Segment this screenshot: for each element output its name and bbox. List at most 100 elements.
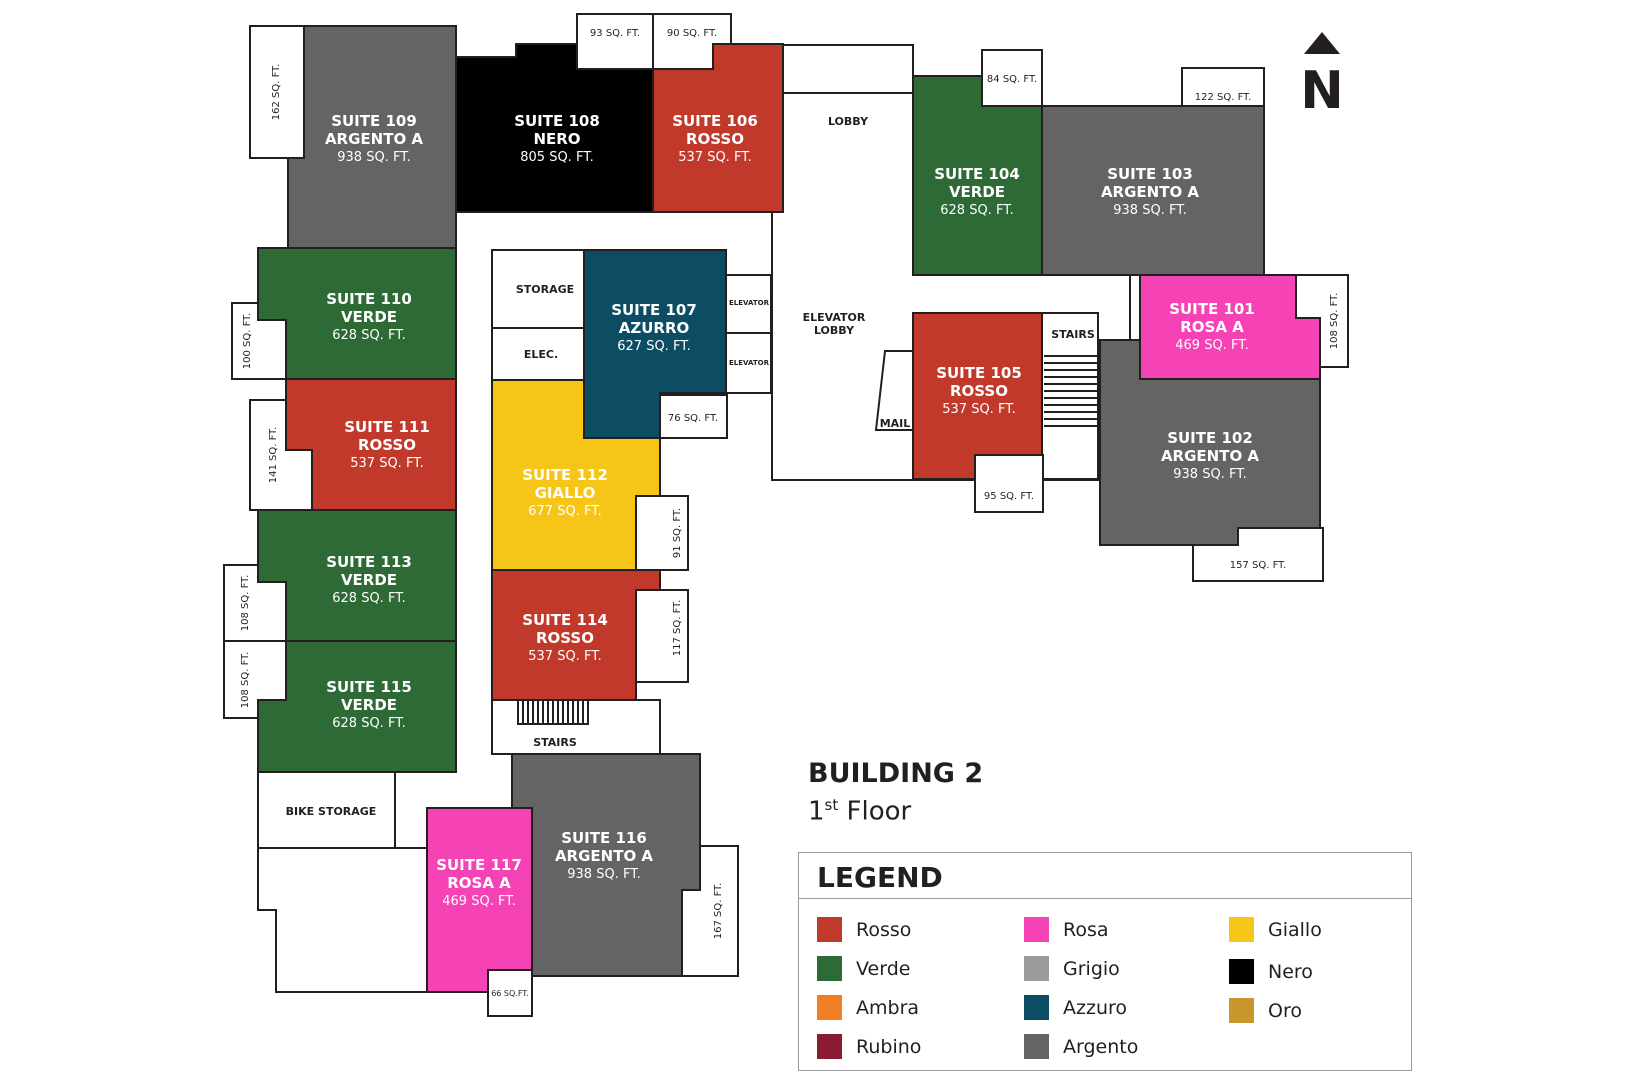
suite-111-color: ROSSO <box>358 436 416 454</box>
building-title: BUILDING 2 <box>808 758 984 789</box>
suite-101-name: SUITE 101 <box>1169 300 1255 318</box>
unit-108-b-label: 108 SQ. FT. <box>240 652 251 709</box>
suite-112-size: 677 SQ. FT. <box>528 504 601 519</box>
legend-label: Argento <box>1063 1035 1139 1058</box>
legend-swatch <box>1024 917 1049 942</box>
unit-66[interactable] <box>487 969 533 1017</box>
suite-115[interactable] <box>257 640 457 773</box>
suite-115-name: SUITE 115 <box>326 678 412 696</box>
suite-111-name: SUITE 111 <box>344 418 430 436</box>
floor-number: 1 <box>808 796 825 827</box>
unit-90-label: 90 SQ. FT. <box>667 28 717 39</box>
legend-swatch <box>817 1034 842 1059</box>
unit-76[interactable] <box>659 394 728 439</box>
lobby-area[interactable] <box>782 44 914 94</box>
suite-113-color: VERDE <box>341 571 397 589</box>
suite-108[interactable] <box>455 43 654 213</box>
suite-106[interactable] <box>652 43 784 213</box>
legend-label: Giallo <box>1268 918 1322 941</box>
suite-116[interactable] <box>511 753 701 977</box>
unit-95-label: 95 SQ. FT. <box>984 491 1034 502</box>
legend-swatch <box>817 917 842 942</box>
suite-114-color: ROSSO <box>536 629 594 647</box>
legend-label: Azzuro <box>1063 996 1128 1019</box>
suite-106-name: SUITE 106 <box>672 112 758 130</box>
legend-item-rosso: Rosso <box>817 917 911 942</box>
elevator-1[interactable] <box>725 274 772 334</box>
unit-91[interactable] <box>635 495 689 571</box>
legend-item-nero: Nero <box>1229 959 1313 984</box>
suite-103-color: ARGENTO A <box>1101 183 1199 201</box>
unit-84[interactable] <box>981 49 1043 107</box>
suite-105-name: SUITE 105 <box>936 364 1022 382</box>
legend-item-argento: Argento <box>1024 1034 1138 1059</box>
legend-label: Grigio <box>1063 957 1120 980</box>
suite-113-size: 628 SQ. FT. <box>332 591 405 606</box>
suite-102-color: ARGENTO A <box>1161 447 1259 465</box>
north-arrow: N <box>1300 30 1344 121</box>
unit-95[interactable] <box>974 454 1044 513</box>
unit-117[interactable] <box>635 589 689 683</box>
legend-swatch <box>1024 956 1049 981</box>
elevator-lobby-label-1: ELEVATOR <box>803 311 866 324</box>
unit-117-label: 117 SQ. FT. <box>672 600 683 657</box>
legend-divider <box>799 898 1411 899</box>
legend-item-rubino: Rubino <box>817 1034 921 1059</box>
suite-112-name: SUITE 112 <box>522 466 608 484</box>
unit-93[interactable] <box>576 13 654 70</box>
legend-label: Rubino <box>856 1035 922 1058</box>
legend-item-rosa: Rosa <box>1024 917 1109 942</box>
suite-110-color: VERDE <box>341 308 397 326</box>
mail-label: MAIL <box>880 417 911 430</box>
legend-label: Rosso <box>856 918 912 941</box>
suite-114-name: SUITE 114 <box>522 611 608 629</box>
suite-117-size: 469 SQ. FT. <box>442 894 515 909</box>
unit-122-label: 122 SQ. FT. <box>1195 92 1252 103</box>
elec-label: ELEC. <box>524 348 558 361</box>
unit-108-a-label: 108 SQ. FT. <box>240 575 251 632</box>
legend-item-verde: Verde <box>817 956 910 981</box>
legend-label: Rosa <box>1063 918 1109 941</box>
suite-105[interactable] <box>912 312 1043 480</box>
legend-label: Oro <box>1268 999 1302 1022</box>
unit-108-east-label: 108 SQ. FT. <box>1329 293 1340 350</box>
suite-107-color: AZURRO <box>619 319 690 337</box>
elevator-2-label: ELEVATOR <box>729 359 770 367</box>
legend-label: Verde <box>856 957 911 980</box>
suite-102-size: 938 SQ. FT. <box>1173 467 1246 482</box>
suite-103-size: 938 SQ. FT. <box>1113 203 1186 218</box>
stairs-west[interactable] <box>491 699 661 755</box>
suite-107-name: SUITE 107 <box>611 301 697 319</box>
unit-66-label: 66 SQ.FT. <box>491 989 529 998</box>
unit-84-label: 84 SQ. FT. <box>987 74 1037 85</box>
suite-112-color: GIALLO <box>535 484 596 502</box>
elec-room[interactable] <box>491 327 585 381</box>
suite-115-color: VERDE <box>341 696 397 714</box>
suite-102[interactable] <box>1099 339 1321 546</box>
suite-116-color: ARGENTO A <box>555 847 653 865</box>
suite-108-name: SUITE 108 <box>514 112 600 130</box>
suite-114[interactable] <box>491 569 661 701</box>
suite-107-size: 627 SQ. FT. <box>617 339 690 354</box>
stairs-hatch-west <box>517 699 589 725</box>
legend-item-ambra: Ambra <box>817 995 919 1020</box>
suite-117[interactable] <box>426 807 533 993</box>
legend-swatch <box>1229 917 1254 942</box>
suite-109-name: SUITE 109 <box>331 112 417 130</box>
stairs-east[interactable] <box>1041 312 1099 480</box>
suite-111-size: 537 SQ. FT. <box>350 456 423 471</box>
suite-117-color: ROSA A <box>447 874 511 892</box>
